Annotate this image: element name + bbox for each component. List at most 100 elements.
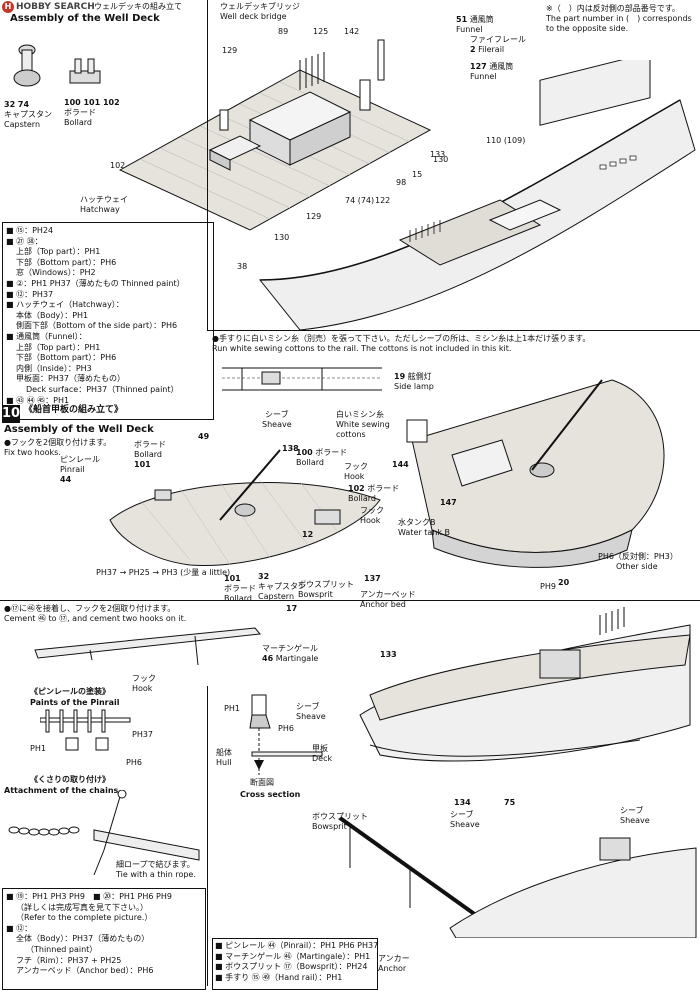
funnel1-en: Funnel (456, 25, 483, 34)
paint-list-bottom-left: ■ ⑲：PH1 PH3 PH9 ■ ⑳：PH1 PH6 PH9 （詳しくは完成写… (2, 888, 206, 990)
side-lamp-num: 19 (394, 372, 406, 381)
cs-ph1: PH1 (224, 704, 240, 713)
paint-row: （詳しくは完成写真を見て下さい。） (16, 902, 148, 912)
anchor-label: アンカー Anchor (378, 954, 410, 974)
sheave-b-label: シーブ Sheave (620, 806, 650, 826)
part-num: 74 (74) (345, 196, 375, 205)
filerail-row: 2 Filerail (470, 45, 526, 55)
divider-vertical-top (207, 0, 208, 330)
right-view-num: 20 (558, 578, 570, 587)
bollard-jp: ボラード (64, 108, 96, 117)
paint-row: 上部（Top part）：PH1 (16, 342, 101, 352)
hook-jp: フック (132, 674, 156, 683)
water-tank-en: Water tank B (398, 528, 450, 537)
well-deck-title-en: Assembly of the Well Deck (10, 13, 160, 24)
mr-num: 133 (380, 650, 397, 659)
funnel1-row: 51 通風筒 (456, 15, 494, 25)
hobby-search-logo-icon: H (2, 1, 14, 13)
paint-mix: PH37 → PH25 → PH3 (少量 a little) (96, 568, 231, 577)
anchor-en: Anchor (378, 964, 407, 973)
martingale-en: Martingale (275, 654, 319, 663)
filerail-en: Filerail (478, 45, 505, 54)
bollard-a-en: Bollard (134, 450, 162, 459)
funnel1-num: 51 (456, 15, 468, 24)
bowsprit-step-jp: ●⑰に㊻を接着し、フックを2個取り付けます。 (4, 604, 176, 613)
pinrail-num: 44 (60, 475, 72, 484)
anchor-jp: アンカー (378, 954, 410, 963)
bollard-d-num: 101 (224, 574, 241, 583)
cross-section-drawing (222, 690, 332, 780)
paint-row: 側面下部（Bottom of the side part）：PH6 (16, 321, 178, 331)
ph9-label: PH9 (540, 582, 556, 591)
pinrail-ph6: PH6 (126, 758, 142, 767)
paint-row: Deck surface：PH37（Thinned paint） (26, 384, 179, 394)
right-view-num: 144 (392, 460, 409, 469)
pinrail-paint-drawing (40, 708, 140, 758)
side-lamp-jp: 舷側灯 (407, 372, 432, 381)
hooks-note: ●フックを2個取り付けます。 Fix two hooks. (4, 438, 111, 458)
bollard-d-en: Bollard (224, 594, 252, 603)
bollard-b-row: 100 ボラード (296, 448, 347, 458)
capstan2-en: Capstern (258, 592, 295, 601)
rail-note: ●手すりに白いミシン糸（別売）を張って下さい。ただしシーブの所は、ミシン糸は上1… (212, 334, 590, 354)
rail-detail-drawing (222, 360, 382, 400)
paint-row: （Refer to the complete picture.） (16, 913, 153, 923)
step10-num: 138 (282, 444, 299, 453)
capstan-label: 32 74 キャプスタン Capstern (4, 100, 52, 130)
cs-sheave-en: Sheave (296, 712, 326, 721)
mr-num: 75 (504, 798, 516, 807)
note-jp: ※（ ）内は反対側の部品番号です。 (546, 4, 680, 13)
cs-ph6: PH6 (278, 724, 294, 733)
bollard-c-en: Bollard (348, 494, 376, 503)
other-side-label: PH6（反対側：PH3） Other side (598, 552, 678, 572)
well-deck-drawing (110, 20, 440, 235)
sheave-jp: シーブ (265, 410, 289, 419)
paint-row: フチ（Rim）：PH37 + PH25 (16, 955, 122, 965)
cs-hull-jp: 船体 (216, 748, 232, 757)
divider-vertical-bottom (207, 686, 208, 986)
pinrail-en: Pinrail (60, 465, 85, 474)
hook-a-label: フック Hook (344, 462, 368, 482)
rail-note-en: Run white sewing cottons to the rail. Th… (212, 344, 512, 353)
filerail-label: ファイフレール 2 Filerail (470, 35, 526, 55)
cs-deck-jp: 甲板 (312, 744, 328, 753)
bollard-a-num: 101 (134, 460, 151, 469)
water-tank-label: 水タンクB Water tank B (398, 518, 450, 538)
paint-row: ■ マーチンゲール ㊻（Martingale）：PH1 (215, 951, 371, 961)
hook-label: フック Hook (132, 674, 156, 694)
tie-jp: 細ロープで結びます。 (116, 860, 195, 869)
paint-row: 甲板面：PH37（薄めたもの） (16, 374, 126, 384)
part-num: 125 (313, 27, 329, 36)
part-num: 122 (375, 196, 391, 205)
capstan-num: 32 74 (4, 100, 30, 109)
bottom-bowsprit-jp: ボウスプリット (312, 812, 368, 821)
bottom-bowsprit-en: Bowsprit (312, 822, 347, 831)
filerail-jp: ファイフレール (470, 35, 526, 44)
pinrail-paint-title-jp: 《ピンレールの塗装》 (30, 687, 110, 696)
bollard-b-num: 100 (296, 448, 313, 457)
part-num: 130 (433, 155, 449, 164)
anchor-bed-en: Anchor bed (360, 600, 406, 609)
capstan-en: Capstern (4, 120, 41, 129)
other-side-text: PH6（反対側：PH3） (598, 552, 678, 561)
bridge-label: ウェルデッキブリッジ Well deck bridge (220, 2, 300, 22)
divider-horizontal-2 (0, 600, 700, 601)
martingale-jp: マーチンゲール (262, 644, 318, 653)
part-num: 142 (344, 27, 360, 36)
side-lamp-label: 19 舷側灯 Side lamp (394, 372, 434, 392)
side-lamp-row: 19 舷側灯 (394, 372, 434, 382)
part-num: 129 (306, 212, 322, 221)
paint-row: ■ ボウスプリット ⑰（Bowsprit）：PH24 (215, 962, 368, 972)
bollard-b-jp: ボラード (315, 448, 348, 457)
side-lamp-en: Side lamp (394, 382, 434, 391)
funnel1-jp: 通風筒 (469, 15, 494, 24)
hook-b-en: Hook (360, 516, 381, 525)
martingale-row: 46 Martingale (262, 654, 318, 664)
bow-deck-drawing (100, 440, 390, 580)
watermark-text: HOBBY SEARCH (16, 2, 95, 12)
paint-row: 本体（Body）：PH1 (16, 310, 89, 320)
pinrail-ph1: PH1 (30, 744, 46, 753)
capstan-jp: キャプスタン (4, 110, 52, 119)
paint-row: ■ ⑫： (6, 923, 33, 933)
